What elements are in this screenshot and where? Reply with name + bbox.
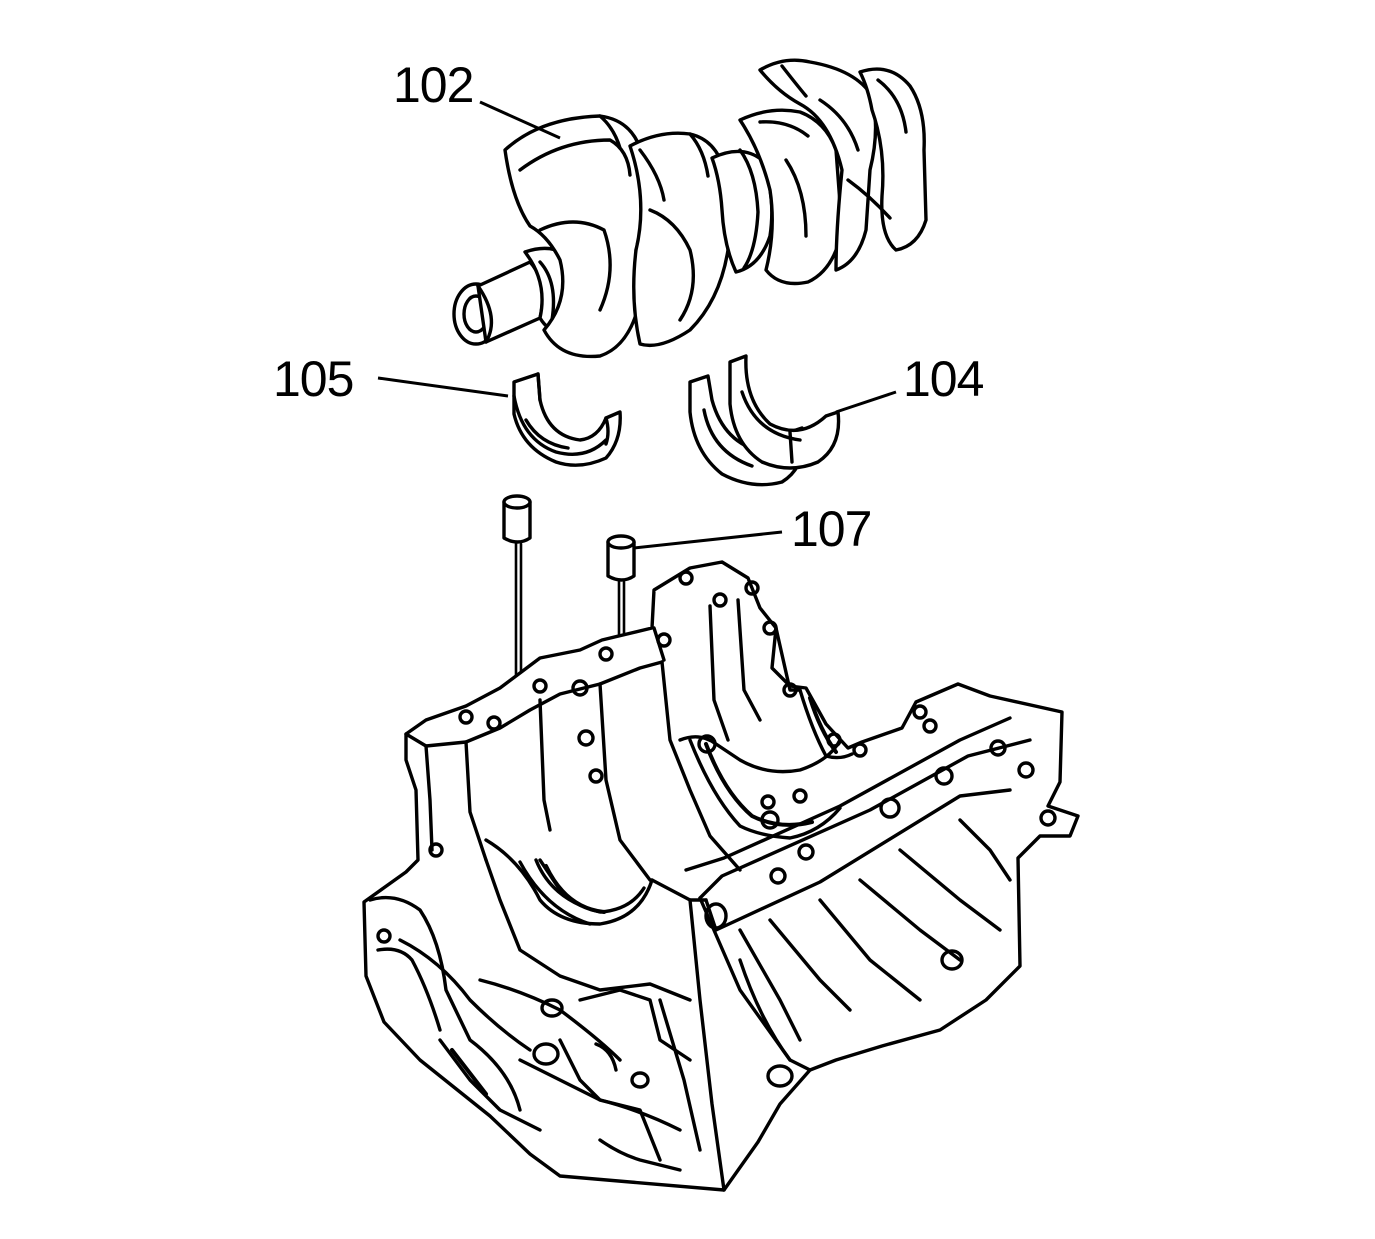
crankshaft — [452, 58, 928, 359]
leader-line-105 — [377, 376, 509, 398]
callout-label-105: 105 — [273, 351, 354, 407]
engine-block — [362, 560, 1080, 1192]
leader-line-102 — [479, 100, 561, 140]
leader-line-104 — [835, 390, 897, 414]
callout-label-102: 102 — [393, 57, 474, 113]
callout-label-104: 104 — [903, 351, 984, 407]
leader-line-107 — [633, 530, 783, 550]
callout-label-107: 107 — [791, 501, 872, 557]
upper-bearing-104 — [688, 354, 841, 487]
upper-bearing-105 — [512, 372, 622, 467]
